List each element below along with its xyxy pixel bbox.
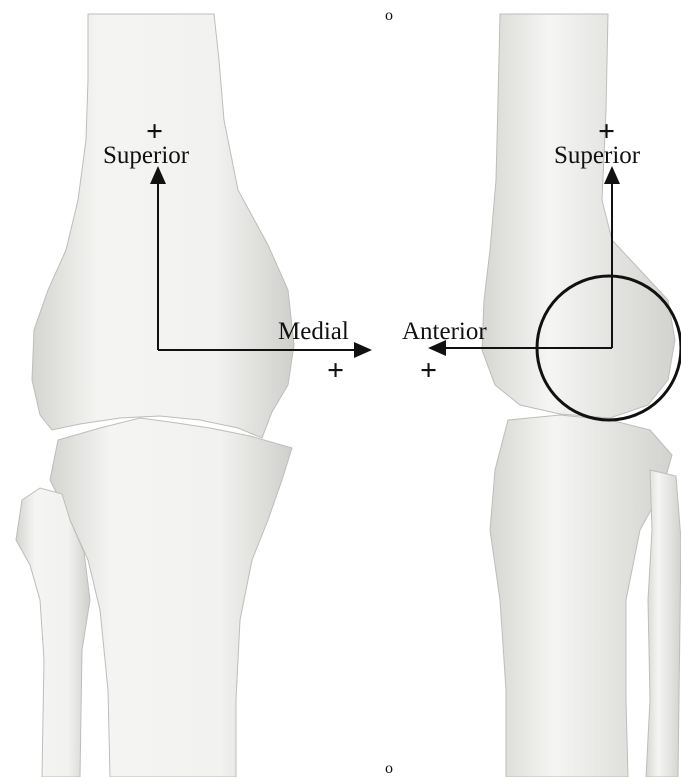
bottom-marker: o: [385, 760, 393, 777]
superior-label-lateral: Superior: [554, 142, 641, 169]
top-marker: o: [385, 7, 393, 24]
medial-plus-sign: +: [327, 354, 344, 387]
anterior-label: Anterior: [402, 318, 487, 345]
medial-label: Medial: [278, 318, 349, 345]
fibula-lateral: [646, 470, 681, 777]
tibia-lateral: [490, 415, 672, 777]
superior-label: Superior: [103, 142, 190, 169]
lateral-knee-view: + Superior Anterior +: [402, 14, 681, 777]
femur-anterior: [32, 14, 294, 438]
anterior-knee-view: + Superior Medial +: [16, 14, 370, 777]
femur-lateral: [482, 14, 675, 418]
anterior-plus-sign: +: [420, 354, 437, 387]
